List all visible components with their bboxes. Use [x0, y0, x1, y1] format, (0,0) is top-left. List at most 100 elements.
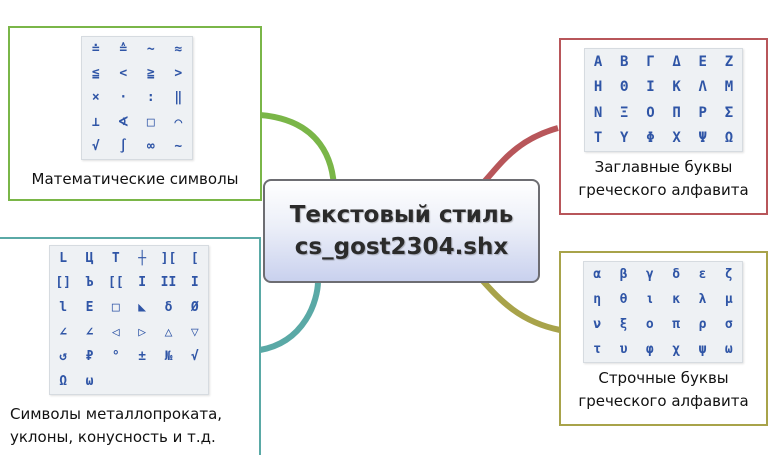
greek-lower-symbol: φ [645, 342, 654, 357]
metal-symbol: L [59, 250, 68, 266]
greek-upper-symbol: Η [593, 79, 603, 96]
greek-lower-symbol: ε [698, 267, 707, 282]
metal-symbol: □ [111, 300, 120, 316]
math-symbols-label: Математические символы [31, 170, 239, 188]
metal-symbol: I [138, 275, 147, 291]
math-symbol: ∞ [146, 139, 155, 155]
metal-symbol: II [160, 275, 177, 291]
metal-symbol: Е [85, 300, 94, 316]
greek-lower-symbol: σ [724, 317, 733, 332]
greek-lower-symbol: ρ [698, 317, 707, 332]
greek-lowercase-grid: α β γ δ ε ζ η θ ι κ λ μ ν ξ ο π ρ σ τ υ φ χ ψ ω [584, 262, 742, 362]
metal-symbol: ∠ [59, 324, 68, 340]
greek-lower-symbol: υ [619, 342, 628, 357]
greek-lower-symbol: α [593, 267, 602, 282]
greek-lowercase-label-line2: греческого алфавита [578, 392, 749, 410]
math-symbol: √ [91, 139, 100, 155]
metal-symbol: ▽ [190, 324, 199, 340]
metal-symbol: ┼ [138, 250, 147, 266]
math-symbol: · [119, 90, 128, 106]
greek-lower-symbol: τ [593, 342, 602, 357]
math-symbol: < [119, 66, 128, 82]
metal-symbols-label-line1: Символы металлопроката, [10, 405, 223, 423]
metal-symbol: ± [138, 349, 147, 365]
greek-lowercase-label-line1: Строчные буквы [598, 369, 729, 387]
metal-symbol: √ [190, 349, 199, 365]
link-metal [259, 280, 321, 353]
metal-symbols-label-line2: уклоны, конусность и т.д. [10, 428, 216, 446]
greek-lower-symbol: π [672, 317, 681, 332]
metal-symbol: ↺ [59, 349, 68, 365]
greek-upper-symbol: Κ [672, 79, 681, 96]
metal-symbol: ◁ [111, 324, 120, 340]
greek-upper-symbol: Ψ [698, 130, 707, 147]
greek-upper-symbol: Ν [593, 104, 603, 121]
greek-lower-symbol: κ [672, 292, 681, 307]
metal-symbol: I [190, 275, 199, 291]
greek-lower-symbol: θ [619, 292, 628, 307]
math-symbol: ⊥ [91, 114, 100, 130]
greek-lower-symbol: β [619, 267, 628, 282]
greek-lower-symbol: μ [724, 292, 733, 307]
greek-uppercase-label-line2: греческого алфавита [578, 181, 749, 199]
greek-upper-symbol: Ι [646, 79, 655, 96]
metal-symbol: Ъ [85, 275, 94, 291]
greek-uppercase-label: Заглавные буквы греческого алфавита [561, 156, 766, 202]
greek-lowercase-label: Строчные буквы греческого алфавита [561, 367, 766, 413]
greek-lower-symbol: δ [672, 267, 681, 282]
math-symbol: : [146, 90, 155, 106]
math-symbol: ‖ [174, 90, 183, 106]
link-greek-upper [480, 125, 559, 186]
greek-upper-symbol: Ω [724, 130, 734, 147]
math-symbol: ~ [146, 41, 155, 57]
metal-symbol: ◣ [138, 300, 147, 316]
greek-uppercase-label-line1: Заглавные буквы [594, 158, 733, 176]
greek-lower-symbol: χ [672, 342, 681, 357]
central-topic: Текстовый стиль cs_gost2304.shx [263, 179, 540, 283]
greek-upper-symbol: Δ [672, 53, 681, 70]
math-symbols-sheet: ≐≙~≈≦<≧>×·:‖⊥∢□⌒√∫∞∼ [81, 36, 193, 160]
greek-lower-symbol: ι [645, 292, 654, 307]
math-symbol: > [174, 66, 183, 82]
greek-lower-symbol: λ [698, 292, 707, 307]
greek-lower-symbol: ζ [724, 267, 733, 282]
greek-upper-symbol: Φ [646, 130, 655, 147]
math-symbol: × [91, 90, 100, 106]
greek-lower-symbol: ο [645, 317, 654, 332]
math-symbol: ⌒ [174, 114, 183, 130]
metal-symbol: ∠ [85, 324, 94, 340]
greek-upper-symbol: Ο [646, 104, 655, 121]
greek-lower-symbol: ν [593, 317, 602, 332]
greek-upper-symbol: Γ [646, 53, 655, 70]
metal-symbol: ][ [160, 250, 177, 266]
math-symbols-card: ≐≙~≈≦<≧>×·:‖⊥∢□⌒√∫∞∼ Математические симв… [8, 26, 262, 201]
math-symbol: ∫ [119, 139, 128, 155]
greek-upper-symbol: Ε [698, 53, 707, 70]
greek-lower-symbol: η [593, 292, 602, 307]
greek-upper-symbol: Τ [593, 130, 603, 147]
metal-symbol: △ [164, 324, 173, 340]
greek-lowercase-card: α β γ δ ε ζ η θ ι κ λ μ ν ξ ο π ρ σ τ υ φ χ ψ ω Строчные буквы … [559, 251, 768, 426]
central-topic-line1: Текстовый стиль [289, 202, 514, 228]
greek-lower-symbol: γ [645, 267, 654, 282]
metal-symbol: [[ [108, 275, 124, 291]
metal-symbol: ω [85, 374, 94, 390]
metal-symbol: ₽ [85, 349, 94, 365]
greek-upper-symbol: Μ [724, 79, 734, 96]
metal-symbol: Т [111, 250, 120, 266]
metal-symbol: Ц [85, 250, 94, 266]
greek-lower-symbol: ξ [619, 317, 628, 332]
greek-lower-symbol: ω [724, 342, 733, 357]
greek-upper-symbol: Α [593, 53, 603, 70]
math-symbol: ≈ [174, 41, 183, 57]
math-symbol: ∼ [174, 139, 183, 155]
greek-upper-symbol: Σ [724, 104, 734, 121]
metal-symbol: [ [190, 250, 199, 266]
greek-upper-symbol: Λ [698, 79, 707, 96]
greek-lower-symbol: ψ [698, 342, 707, 357]
